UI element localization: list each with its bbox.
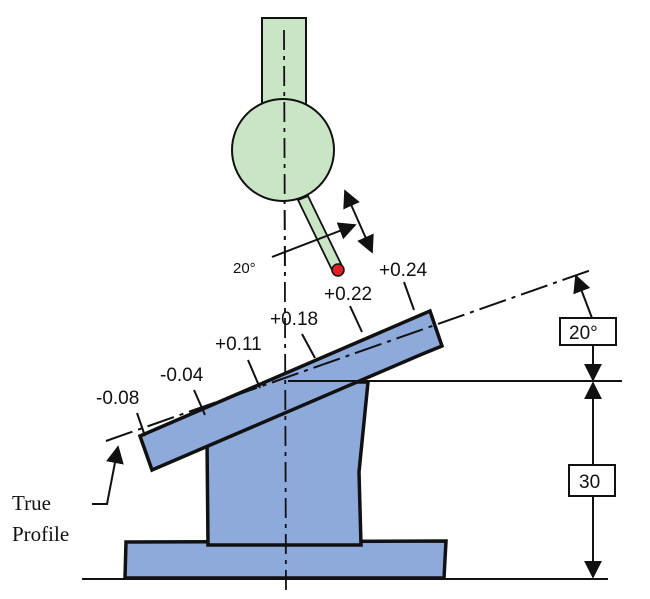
deviation-label: +0.11 [215,334,262,355]
stylus-tip [331,263,345,277]
leader-2 [193,389,206,416]
probe-angle-label: 20° [233,260,256,277]
deviation-label: +0.24 [379,260,428,281]
leader-4 [301,333,316,359]
deviation-label: -0.08 [96,388,139,409]
true-profile-label-line1: True [12,491,51,515]
angle-ref-horizontal [271,222,357,258]
deviation-label: +0.18 [270,309,318,330]
deviation-label: -0.04 [160,365,204,386]
height-dim-box [568,464,616,497]
probe-axis [283,29,286,276]
deviation-label: +0.22 [324,284,372,305]
true-profile-line [105,268,595,442]
center-axis [283,29,287,597]
angle-dim-value: 20° [569,323,598,344]
height-dim-value: 30 [579,472,600,493]
tilted-blade [137,308,445,473]
angle-dim-arrow [573,274,593,319]
leader-1 [136,412,146,437]
leader-6 [403,281,415,311]
true-profile-leader [92,445,124,505]
true-profile-label-line2: Profile [12,522,69,546]
leader-5 [349,305,363,333]
angle-dim-box [559,317,617,346]
stylus-travel-arrow [343,189,374,254]
leader-3 [247,359,261,389]
probe-head [231,98,335,202]
